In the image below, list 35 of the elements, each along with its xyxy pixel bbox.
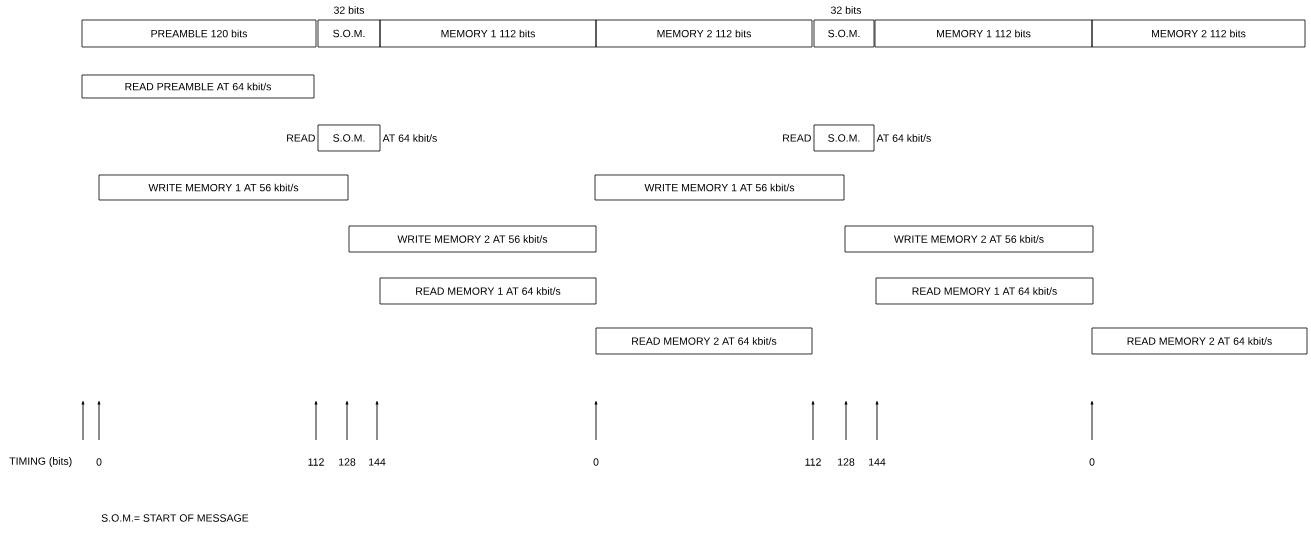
bit-field-box: MEMORY 1 112 bits xyxy=(874,19,1093,48)
bit-field-box: S.O.M. xyxy=(317,19,381,48)
bit-count-label: 32 bits xyxy=(333,6,365,14)
side-text: READ xyxy=(287,134,315,142)
bit-field-box: MEMORY 2 112 bits xyxy=(595,19,813,48)
timing-value: 0 xyxy=(1089,458,1095,466)
side-text: AT 64 kbit/s xyxy=(876,134,931,142)
bit-field-box: MEMORY 2 112 bits xyxy=(1091,19,1306,48)
side-text: AT 64 kbit/s xyxy=(382,134,437,142)
operation-box: READ MEMORY 2 AT 64 kbit/s xyxy=(595,327,813,355)
operation-box: S.O.M. xyxy=(317,124,381,152)
bit-field-box: PREAMBLE 120 bits xyxy=(81,19,317,48)
bit-field-box: MEMORY 1 112 bits xyxy=(379,19,597,48)
timing-value: 128 xyxy=(339,458,356,466)
footnote: S.O.M.= START OF MESSAGE xyxy=(101,514,249,522)
timing-value: 0 xyxy=(96,458,102,466)
bit-count-label: 32 bits xyxy=(830,6,862,14)
operation-box: WRITE MEMORY 2 AT 56 kbit/s xyxy=(348,225,597,253)
operation-box: WRITE MEMORY 1 AT 56 kbit/s xyxy=(594,174,845,201)
side-text: READ xyxy=(783,134,811,142)
operation-box: READ MEMORY 1 AT 64 kbit/s xyxy=(875,277,1094,305)
timing-value: 144 xyxy=(369,458,386,466)
operation-box: READ PREAMBLE AT 64 kbit/s xyxy=(81,74,315,99)
timing-value: 144 xyxy=(869,458,886,466)
bit-field-box: S.O.M. xyxy=(813,19,875,48)
operation-box: S.O.M. xyxy=(813,124,875,152)
axis-label: TIMING (bits) xyxy=(9,457,72,467)
operation-box: READ MEMORY 2 AT 64 kbit/s xyxy=(1091,327,1308,355)
operation-box: WRITE MEMORY 2 AT 56 kbit/s xyxy=(844,225,1094,253)
operation-box: READ MEMORY 1 AT 64 kbit/s xyxy=(379,277,597,305)
timing-value: 112 xyxy=(805,458,821,466)
timing-value: 112 xyxy=(308,458,324,466)
timing-value: 128 xyxy=(838,458,855,466)
operation-box: WRITE MEMORY 1 AT 56 kbit/s xyxy=(98,174,349,201)
timing-value: 0 xyxy=(593,458,599,466)
